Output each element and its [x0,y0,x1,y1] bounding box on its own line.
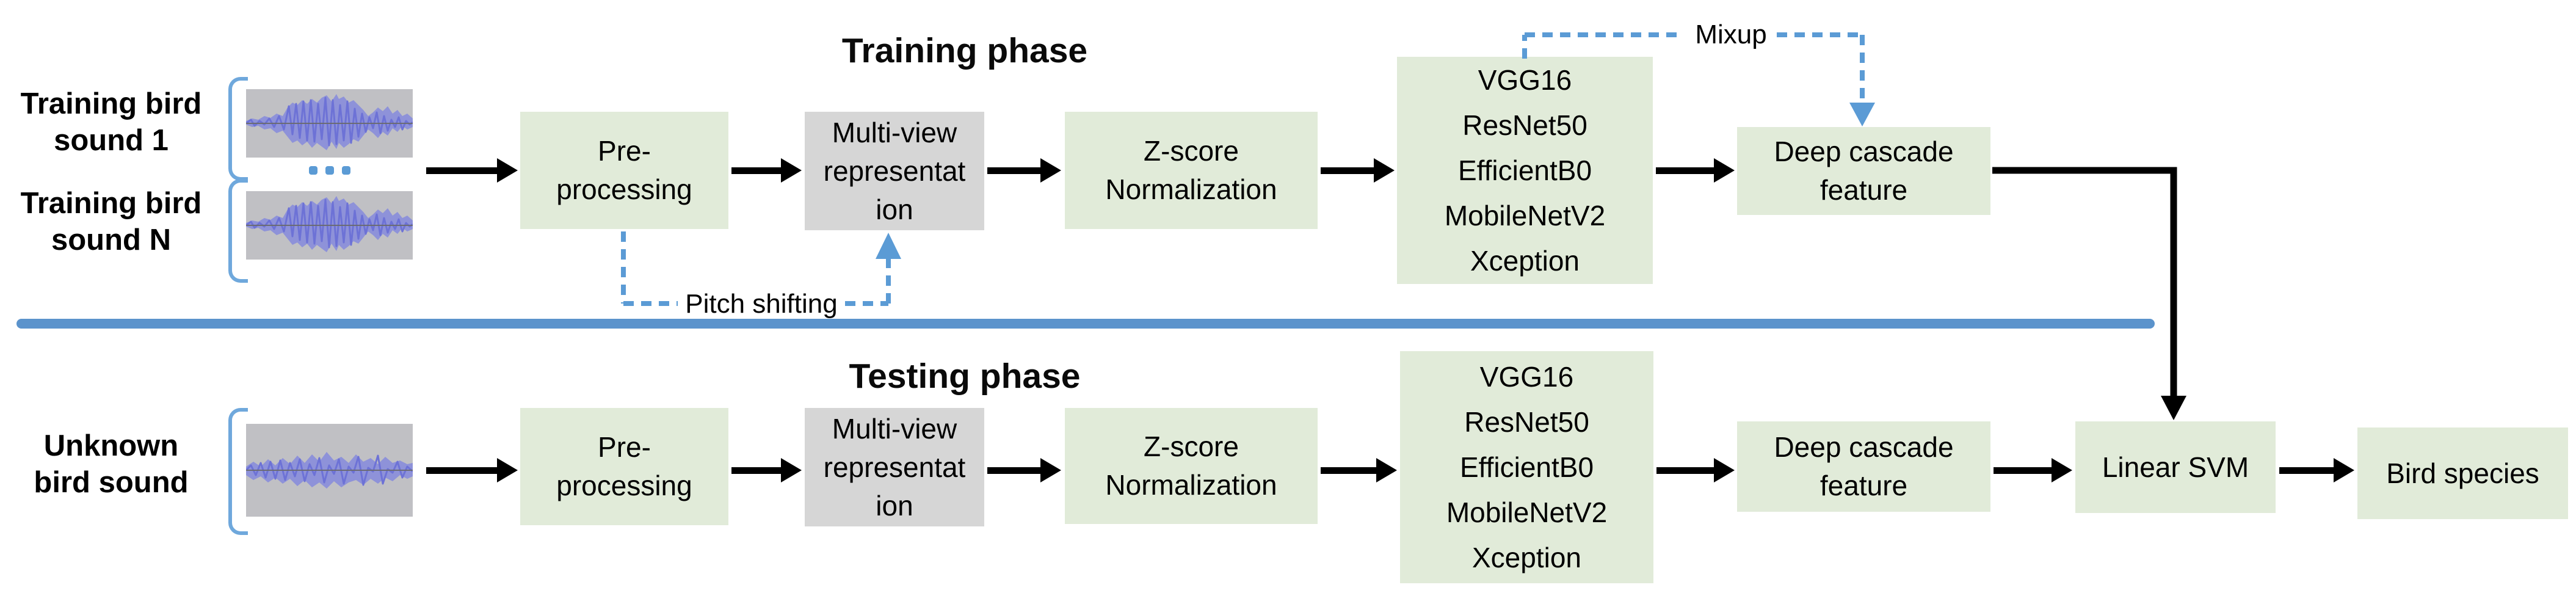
box-label: Deep cascade feature [1774,136,1954,206]
pitch-shifting-label: Pitch shifting [685,289,838,319]
box-deep-cascade-testing: Deep cascade feature [1737,421,1990,512]
box-preprocessing-training: Pre- processing [520,112,728,229]
bracket-testing-wave [228,408,248,535]
box-label: VGG16 ResNet50 EfficientB0 MobileNetV2 X… [1446,361,1608,573]
box-label: Pre- processing [556,431,692,501]
unknown-bird-sound-label: Unknown bird sound [34,429,189,499]
box-label: Deep cascade feature [1774,431,1954,501]
arrow-right-icon [2279,458,2354,482]
dot-icon [325,166,334,175]
box-zscore-testing: Z-score Normalization [1065,408,1318,524]
arrow-right-icon [1994,458,2072,482]
box-label: Z-score Normalization [1105,135,1277,205]
bracket-training-wave-1 [228,77,248,181]
arrow-right-icon [1656,458,1735,482]
box-label: Multi-view representat ion [823,412,966,522]
arrow-right-icon [426,458,518,482]
box-backbones-testing: VGG16 ResNet50 EfficientB0 MobileNetV2 X… [1400,351,1653,583]
arrow-right-icon [987,158,1061,183]
arrow-right-icon [426,158,518,183]
testing-waveform [246,424,413,517]
ellipsis-dots [309,166,350,175]
box-label: Linear SVM [2102,451,2249,483]
arrow-right-icon [731,158,802,183]
box-deep-cascade-training: Deep cascade feature [1737,127,1990,215]
arrow-right-icon [1321,458,1397,482]
training-sound-1-label: Training bird sound 1 [20,87,202,157]
pitch-arrowhead-icon [876,233,901,259]
down-arrowhead-icon [2161,396,2186,420]
box-label: VGG16 ResNet50 EfficientB0 MobileNetV2 X… [1444,64,1606,277]
dot-icon [342,166,350,175]
box-bird-species: Bird species [2357,427,2568,519]
box-zscore-training: Z-score Normalization [1065,112,1318,229]
arrow-right-icon [1656,158,1735,183]
phase-divider [16,319,2155,329]
training-phase-title: Training phase [841,31,1088,70]
training-waveform-1 [246,89,413,158]
training-sound-n-label: Training bird sound N [20,187,202,256]
box-label: Z-score Normalization [1105,431,1277,501]
arrow-right-icon [731,458,802,482]
dot-icon [309,166,317,175]
box-preprocessing-testing: Pre- processing [520,408,728,525]
box-linear-svm: Linear SVM [2075,421,2276,513]
testing-phase-title: Testing phase [849,357,1081,396]
box-backbones-training: VGG16 ResNet50 EfficientB0 MobileNetV2 X… [1397,57,1653,284]
box-label: Pre- processing [556,135,692,205]
box-label: Multi-view representat ion [823,116,966,225]
arrow-right-icon [1321,158,1395,183]
mixup-label: Mixup [1695,20,1767,49]
box-label: Bird species [2386,457,2539,489]
bracket-training-wave-n [228,179,248,283]
mixup-arrowhead-icon [1849,103,1875,126]
box-multiview-training: Multi-view representat ion [805,112,984,230]
box-multiview-testing: Multi-view representat ion [805,408,984,526]
training-waveform-n [246,191,413,260]
training-to-svm-connector [1992,167,2177,398]
arrow-right-icon [987,458,1061,482]
